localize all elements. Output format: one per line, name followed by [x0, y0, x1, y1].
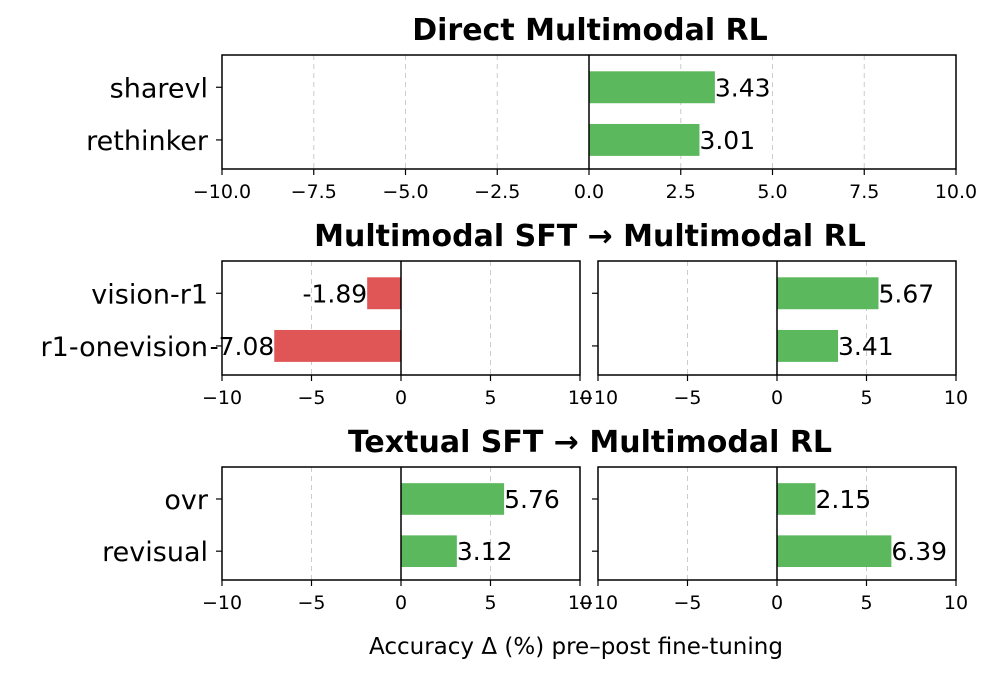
x-tick-label: 2.5 — [666, 181, 696, 203]
data-label-vision-r1: -1.89 — [302, 279, 367, 308]
y-tick-label-revisual: revisual — [102, 537, 208, 568]
x-tick-label: 5 — [860, 387, 872, 409]
x-tick-label: −5 — [297, 592, 325, 614]
x-tick-label: 10 — [944, 592, 968, 614]
panel-title-textual-sft: Textual SFT → Multimodal RL — [348, 425, 832, 460]
x-tick-label: 0 — [771, 592, 783, 614]
panels: 3.43 3.01 sharevl rethinker −10.0 −7.5 −5.0 −2.… — [41, 54, 977, 614]
x-tick-label: −10.0 — [193, 181, 251, 203]
panel-title-multimodal-sft: Multimodal SFT → Multimodal RL — [314, 219, 866, 254]
panel-2: 5.67 3.41 −10 −5 0 5 10 — [578, 260, 968, 409]
x-tick-label: −2.5 — [474, 181, 520, 203]
bar-ovr — [777, 483, 816, 515]
bar-r1-onevision — [777, 329, 839, 362]
x-tick-label: −10 — [202, 387, 242, 409]
panel-title-direct: Direct Multimodal RL — [412, 13, 768, 48]
bar-revisual — [401, 535, 457, 568]
bar-ovr — [401, 483, 505, 515]
x-tick-label: 0.0 — [574, 181, 604, 203]
data-label-sharevl: 3.43 — [715, 73, 771, 102]
x-tick-label: 5 — [860, 592, 872, 614]
bar-r1-onevision — [274, 329, 401, 362]
data-label-revisual: 6.39 — [891, 537, 947, 566]
y-tick-label-vision-r1: vision-r1 — [91, 279, 208, 310]
data-label-vision-r1: 5.67 — [878, 279, 934, 308]
x-axis-label: Accuracy Δ (%) pre–post fine-tuning — [369, 634, 783, 660]
panel-3: 5.76 3.12 ovr revisual −10 −5 0 5 10 — [102, 466, 592, 614]
x-tick-label: 7.5 — [849, 181, 879, 203]
x-tick-label: 0 — [395, 592, 407, 614]
x-tick-label: −7.5 — [291, 181, 337, 203]
x-tick-label: −5 — [673, 592, 701, 614]
x-tick-label: −10 — [578, 592, 618, 614]
data-label-ovr: 5.76 — [504, 485, 560, 514]
panel-0: 3.43 3.01 sharevl rethinker −10.0 −7.5 −5.0 −2.… — [86, 54, 977, 203]
y-tick-label-sharevl: sharevl — [110, 73, 208, 104]
data-label-rethinker: 3.01 — [699, 126, 755, 155]
x-tick-label: 5 — [484, 387, 496, 409]
x-tick-label: 10 — [944, 387, 968, 409]
y-tick-label-r1-onevision: r1-onevision — [41, 332, 208, 363]
y-tick-label-rethinker: rethinker — [86, 126, 209, 157]
x-tick-label: 0 — [771, 387, 783, 409]
bar-sharevl — [589, 71, 715, 104]
x-tick-label: 0 — [395, 387, 407, 409]
x-tick-label: −5 — [673, 387, 701, 409]
y-tick-label-ovr: ovr — [164, 485, 208, 516]
x-tick-label: 5.0 — [757, 181, 787, 203]
data-label-revisual: 3.12 — [457, 537, 513, 566]
x-tick-label: 5 — [484, 592, 496, 614]
x-tick-label: −10 — [578, 387, 618, 409]
data-label-r1-onevision: 3.41 — [838, 332, 894, 361]
x-tick-label: 10.0 — [935, 181, 977, 203]
x-tick-label: −10 — [202, 592, 242, 614]
bar-rethinker — [589, 123, 700, 156]
bar-revisual — [777, 535, 892, 568]
bar-vision-r1 — [777, 277, 879, 310]
bar-vision-r1 — [367, 277, 401, 310]
x-tick-label: −5.0 — [382, 181, 428, 203]
x-tick-label: 10 — [568, 387, 592, 409]
x-tick-label: 10 — [568, 592, 592, 614]
x-tick-label: −5 — [297, 387, 325, 409]
panel-4: 2.15 6.39 −10 −5 0 5 10 — [578, 466, 968, 614]
data-label-ovr: 2.15 — [815, 485, 871, 514]
